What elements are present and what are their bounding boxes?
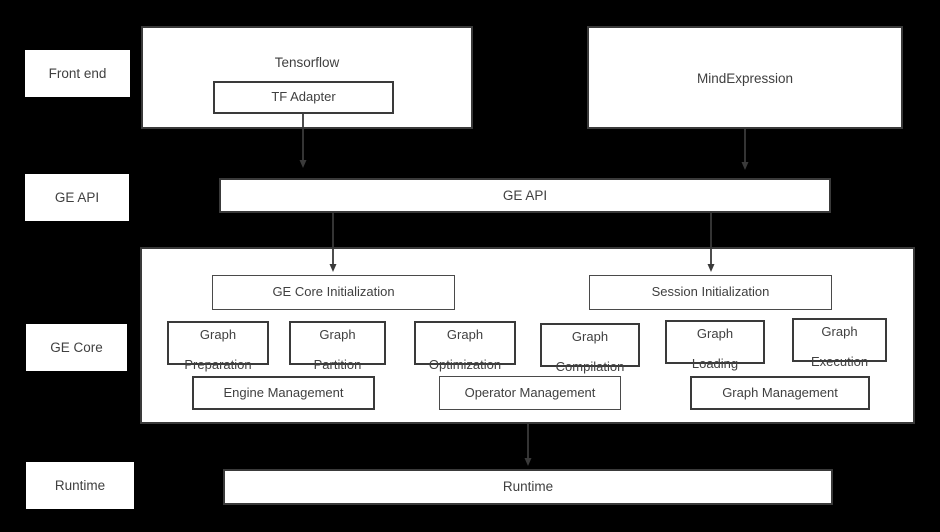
graph-partition-label: Graph Partition	[314, 313, 362, 373]
graph-loading-line1: Graph	[696, 326, 734, 342]
session-initialization-box: Session Initialization	[589, 275, 832, 310]
session-initialization-label: Session Initialization	[651, 284, 770, 300]
tf-adapter-box: TF Adapter	[213, 81, 394, 114]
graph-optimization-box: Graph Optimization	[414, 321, 516, 372]
graph-loading-label: Graph Loading	[692, 312, 738, 372]
tensorflow-title: Tensorflow	[274, 55, 340, 70]
layer-label-front-end: Front end	[25, 50, 130, 97]
graph-optimization-line1: Graph	[446, 327, 484, 343]
graph-execution-label: Graph Execution	[811, 310, 868, 370]
graph-management-box: Graph Management	[690, 376, 870, 410]
graph-preparation-line2: Preparation	[184, 356, 252, 372]
mindexpression-container	[587, 26, 903, 129]
graph-execution-line2: Execution	[810, 353, 869, 369]
graph-management-label: Graph Management	[722, 384, 838, 400]
layer-label-ge-api: GE API	[25, 174, 129, 221]
graph-execution-box: Graph Execution	[792, 318, 887, 369]
runtime-bar-label: Runtime	[502, 479, 554, 495]
operator-management-label: Operator Management	[464, 384, 596, 400]
layer-label-runtime-text: Runtime	[54, 477, 106, 493]
graph-compilation-line2: Compilation	[555, 358, 625, 374]
graph-loading-box: Graph Loading	[665, 320, 765, 371]
graph-optimization-label: Graph Optimization	[429, 313, 501, 373]
layer-label-ge-core: GE Core	[26, 324, 127, 371]
graph-execution-line1: Graph	[821, 324, 858, 340]
graph-partition-line2: Partition	[313, 356, 362, 372]
ge-core-initialization-label: GE Core Initialization	[272, 284, 395, 300]
layer-label-front-end-text: Front end	[48, 65, 107, 81]
graph-optimization-line2: Optimization	[428, 356, 502, 372]
layer-label-ge-core-text: GE Core	[50, 339, 103, 355]
runtime-bar: Runtime	[223, 469, 833, 505]
graph-preparation-label: Graph Preparation	[184, 313, 251, 373]
graph-compilation-box: Graph Compilation	[540, 323, 640, 374]
graph-partition-box: Graph Partition	[289, 321, 386, 372]
graph-loading-line2: Loading	[691, 355, 739, 371]
engine-management-label: Engine Management	[223, 384, 344, 400]
graph-preparation-line1: Graph	[199, 327, 237, 343]
ge-api-bar-label: GE API	[502, 187, 548, 203]
tf-adapter-label: TF Adapter	[271, 89, 336, 105]
graph-compilation-label: Graph Compilation	[556, 315, 625, 375]
graph-preparation-box: Graph Preparation	[167, 321, 269, 372]
engine-management-box: Engine Management	[192, 376, 375, 410]
operator-management-box: Operator Management	[439, 376, 621, 410]
layer-label-runtime: Runtime	[26, 462, 134, 509]
ge-core-initialization-box: GE Core Initialization	[212, 275, 455, 310]
graph-compilation-line1: Graph	[571, 329, 609, 345]
ge-api-bar: GE API	[219, 178, 831, 213]
mindexpression-title: MindExpression	[696, 71, 794, 86]
layer-label-ge-api-text: GE API	[54, 189, 100, 205]
graph-partition-line1: Graph	[319, 327, 356, 343]
